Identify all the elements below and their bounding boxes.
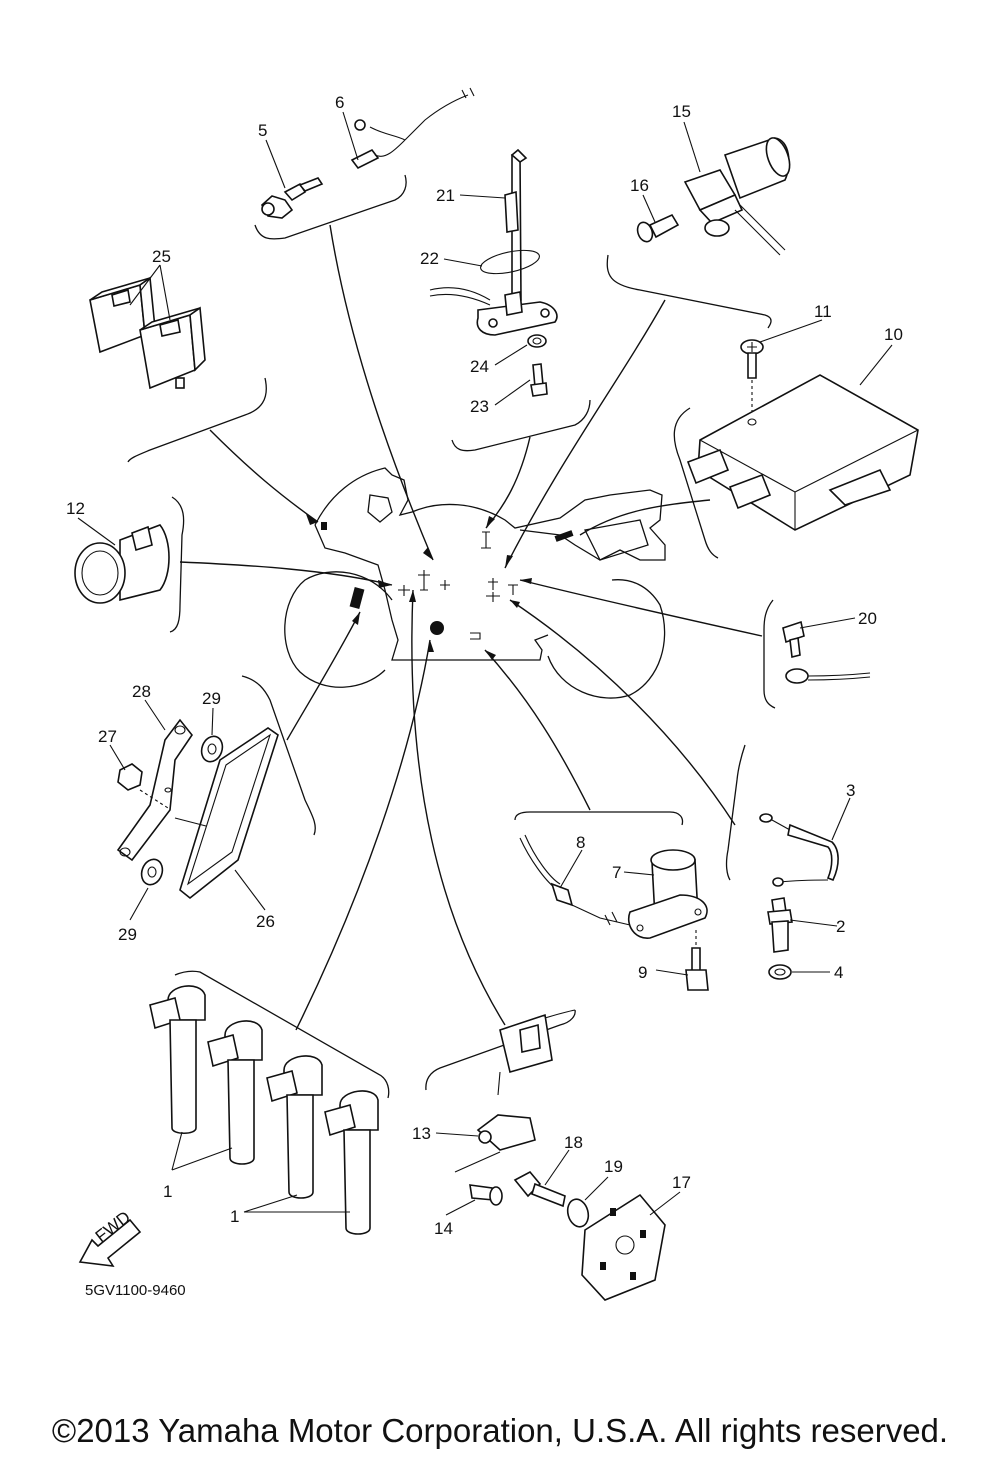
part-29-washer-lower	[140, 858, 164, 886]
fwd-arrow-icon: FWD	[78, 1207, 142, 1267]
part-9-bolt	[685, 930, 709, 991]
part-21-sender-unit	[429, 148, 558, 336]
part-8-lead	[519, 834, 631, 926]
callout-18: 18	[564, 1133, 583, 1152]
part-1-ignition-coils	[149, 985, 379, 1235]
motorcycle-frame-outline	[284, 467, 666, 699]
part-3-lead	[759, 813, 839, 887]
callout-1a: 1	[163, 1182, 172, 1201]
callout-10: 10	[884, 325, 903, 344]
callout-9: 9	[638, 963, 647, 982]
part-23-bolt	[530, 363, 548, 397]
part-18-bolt	[513, 1170, 566, 1208]
part-24-washer	[527, 334, 547, 348]
part-16-bolt	[636, 213, 680, 243]
part-15-sensor	[683, 137, 791, 256]
part-10-ecu	[686, 374, 919, 531]
part-1-leaders	[171, 1131, 350, 1213]
callout-20: 20	[858, 609, 877, 628]
callout-2: 2	[836, 917, 845, 936]
callout-8: 8	[576, 833, 585, 852]
callout-16: 16	[630, 176, 649, 195]
diagram-code: 5GV1100-9460	[85, 1282, 186, 1299]
callout-28: 28	[132, 682, 151, 701]
callout-17: 17	[672, 1173, 691, 1192]
callout-26: 26	[256, 912, 275, 931]
callout-leaders	[77, 111, 893, 1216]
leader-lines	[179, 224, 763, 1031]
callout-27: 27	[98, 727, 117, 746]
callout-24: 24	[470, 357, 489, 376]
part-2-sensor	[767, 897, 793, 953]
callout-19: 19	[604, 1157, 623, 1176]
part-4-washer	[768, 964, 792, 980]
callout-3: 3	[846, 781, 855, 800]
callout-5: 5	[258, 121, 267, 140]
part-26-rectifier	[174, 727, 279, 900]
callout-11: 11	[814, 302, 832, 321]
part-19-washer	[566, 1198, 590, 1228]
callout-4: 4	[834, 963, 843, 982]
part-12-thermo-switch	[74, 524, 170, 604]
group-brackets	[127, 174, 776, 1099]
part-22-o-ring	[480, 249, 540, 275]
callout-7: 7	[612, 863, 621, 882]
callout-21: 21	[436, 186, 455, 205]
part-29-washer-upper	[200, 735, 224, 763]
part-28-bracket	[116, 718, 193, 862]
part-27-nut	[117, 763, 169, 809]
part-17-rotor-plate	[581, 1193, 666, 1301]
part-7-solenoid	[628, 849, 708, 939]
part-13-crank-sensor	[476, 1009, 576, 1151]
callout-14: 14	[434, 1219, 453, 1238]
callout-22: 22	[420, 249, 439, 268]
callout-1b: 1	[230, 1207, 239, 1226]
callout-15: 15	[672, 102, 691, 121]
callout-6: 6	[335, 93, 344, 112]
part-11-screw	[740, 339, 764, 420]
callout-12: 12	[66, 499, 85, 518]
callout-numbers: 5 6 21 22 24 23 15 16 25 11 10 12 20 28 …	[66, 93, 903, 1238]
callout-25: 25	[152, 247, 171, 266]
part-20-bolt-lead	[782, 620, 871, 684]
part-6-lead	[350, 87, 475, 170]
callout-29b: 29	[118, 925, 137, 944]
part-5-switch	[260, 177, 324, 219]
callout-13: 13	[412, 1124, 431, 1143]
callout-29a: 29	[202, 689, 221, 708]
copyright-notice: ©2013 Yamaha Motor Corporation, U.S.A. A…	[51, 1412, 949, 1449]
part-14-bolt	[454, 1151, 503, 1206]
callout-23: 23	[470, 397, 489, 416]
part-25-relays	[89, 276, 206, 390]
